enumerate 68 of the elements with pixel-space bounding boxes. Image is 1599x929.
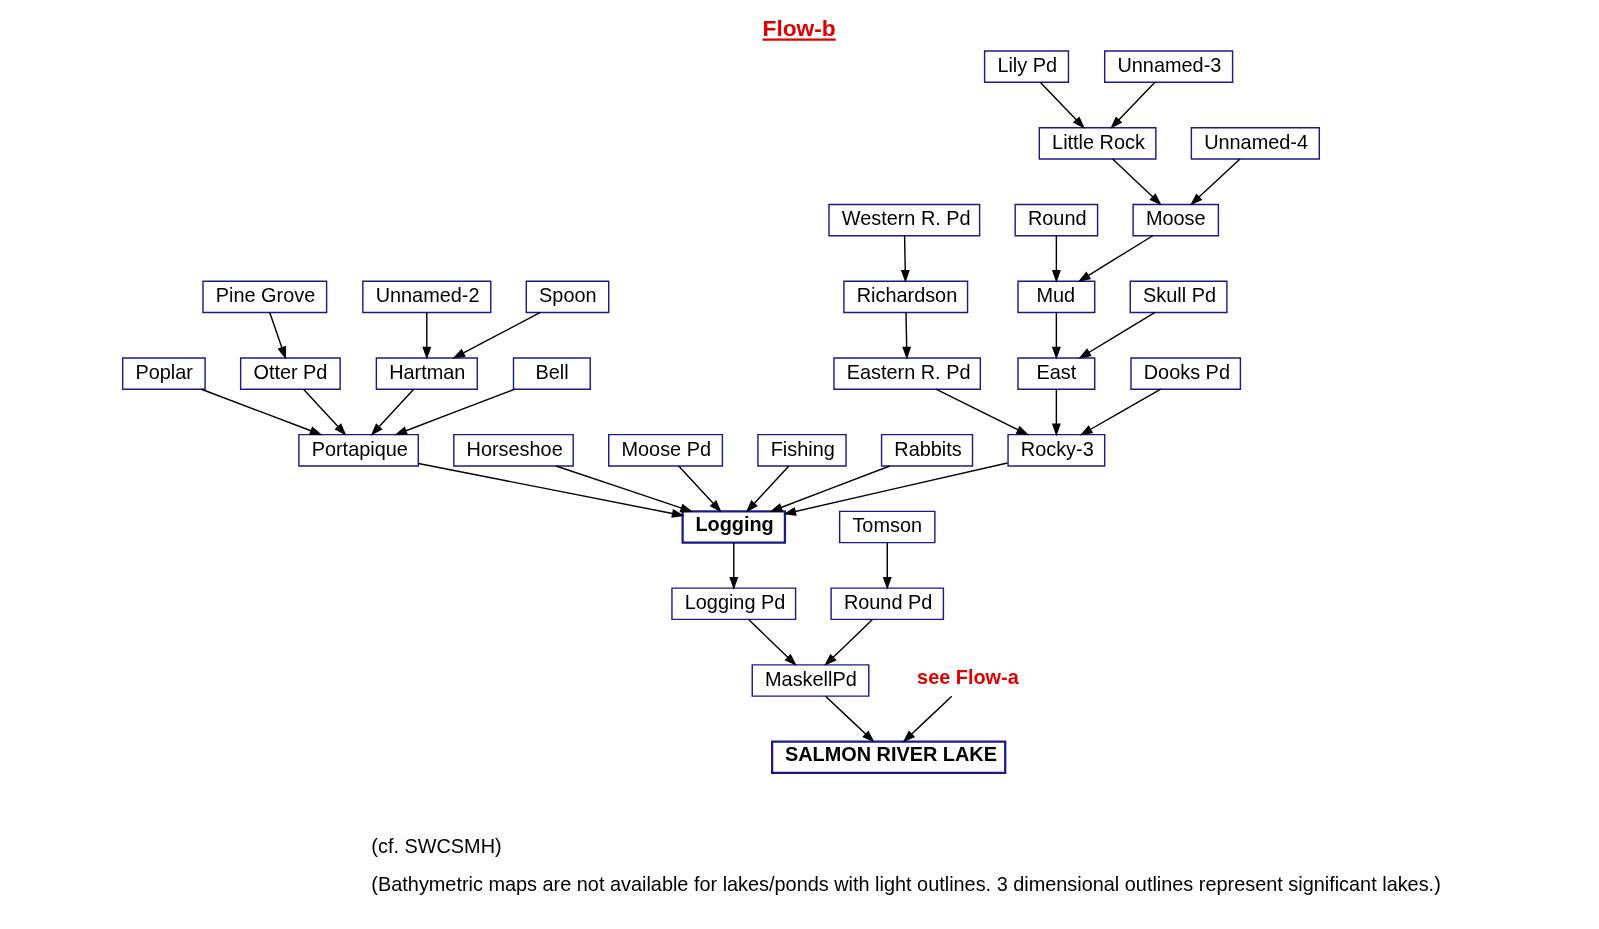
node-box: Moose [1132, 203, 1220, 237]
arrow [747, 618, 797, 666]
arrow [1078, 311, 1156, 359]
arrow [678, 465, 722, 513]
arrow [902, 311, 912, 360]
arrow [1110, 81, 1156, 129]
arrow [824, 618, 874, 666]
arrow [1079, 388, 1162, 436]
node-box: Bell [512, 357, 591, 390]
arrow [824, 695, 875, 743]
node-box: Unnamed-4 [1190, 127, 1320, 160]
node-box: Rabbits [880, 433, 974, 467]
label: (cf. SWCSMH) [371, 834, 502, 857]
node-box: Logging [681, 510, 787, 544]
arrow [302, 388, 347, 436]
arrow [422, 311, 432, 360]
node-box: Eastern R. Pd [833, 357, 982, 390]
node-box: SALMON RIVER LAKE [771, 740, 1007, 775]
node-box: Dooks Pd [1130, 357, 1242, 390]
arrow [729, 542, 739, 590]
node-box: Lily Pd [983, 50, 1070, 83]
node-box: Portapique [298, 433, 419, 467]
arrow [1190, 158, 1241, 206]
node-box: Otter Pd [239, 357, 341, 390]
arrow [1051, 235, 1061, 283]
node-box: Unnamed-3 [1104, 50, 1234, 83]
label: (Bathymetric maps are not available for lakes/ponds with light outlines. 3 dimensional outlines represent significant lakes.) [371, 873, 1441, 896]
node-box: Pine Grove [202, 280, 328, 314]
node-box: Richardson [843, 280, 969, 314]
node-box: Unnamed-2 [362, 280, 492, 314]
arrow [902, 695, 953, 743]
node-box: MaskellPd [751, 664, 870, 697]
arrow [1051, 311, 1061, 360]
node-box: Round [1014, 203, 1099, 237]
arrow [769, 465, 891, 512]
arrow [1051, 388, 1061, 437]
arrow [900, 235, 910, 283]
arrow [1111, 158, 1162, 206]
arrow [370, 388, 415, 436]
arrow [200, 388, 323, 436]
node-box: Western R. Pd [828, 203, 981, 237]
node-box: Skull Pd [1129, 280, 1228, 314]
node-box: Poplar [121, 357, 206, 390]
arrow [1077, 235, 1154, 283]
arrow [882, 542, 892, 590]
node-box: Hartman [375, 357, 478, 390]
arrow [269, 311, 287, 360]
arrow [745, 465, 790, 513]
node-box: Mud [1017, 280, 1096, 314]
arrow [394, 388, 516, 436]
node-text: see Flow-a [917, 666, 1019, 689]
node-box: Spoon [525, 280, 610, 314]
node-box: Rocky-3 [1007, 433, 1106, 467]
node-box: Fishing [757, 433, 847, 467]
arrow [1039, 81, 1085, 129]
node-box: Tomson [838, 510, 936, 544]
arrow [555, 465, 694, 513]
node-box: Moose Pd [608, 433, 724, 467]
arrow [417, 462, 685, 518]
arrow [935, 388, 1030, 436]
node-box: Logging Pd [671, 587, 797, 621]
node-box: Horseshoe [453, 433, 574, 467]
diagram-title: Flow-b [762, 15, 836, 42]
arrow [783, 462, 1009, 516]
node-box: Little Rock [1038, 127, 1157, 160]
node-box: Round Pd [830, 587, 945, 621]
node-box: East [1017, 357, 1096, 390]
arrow [452, 311, 542, 359]
